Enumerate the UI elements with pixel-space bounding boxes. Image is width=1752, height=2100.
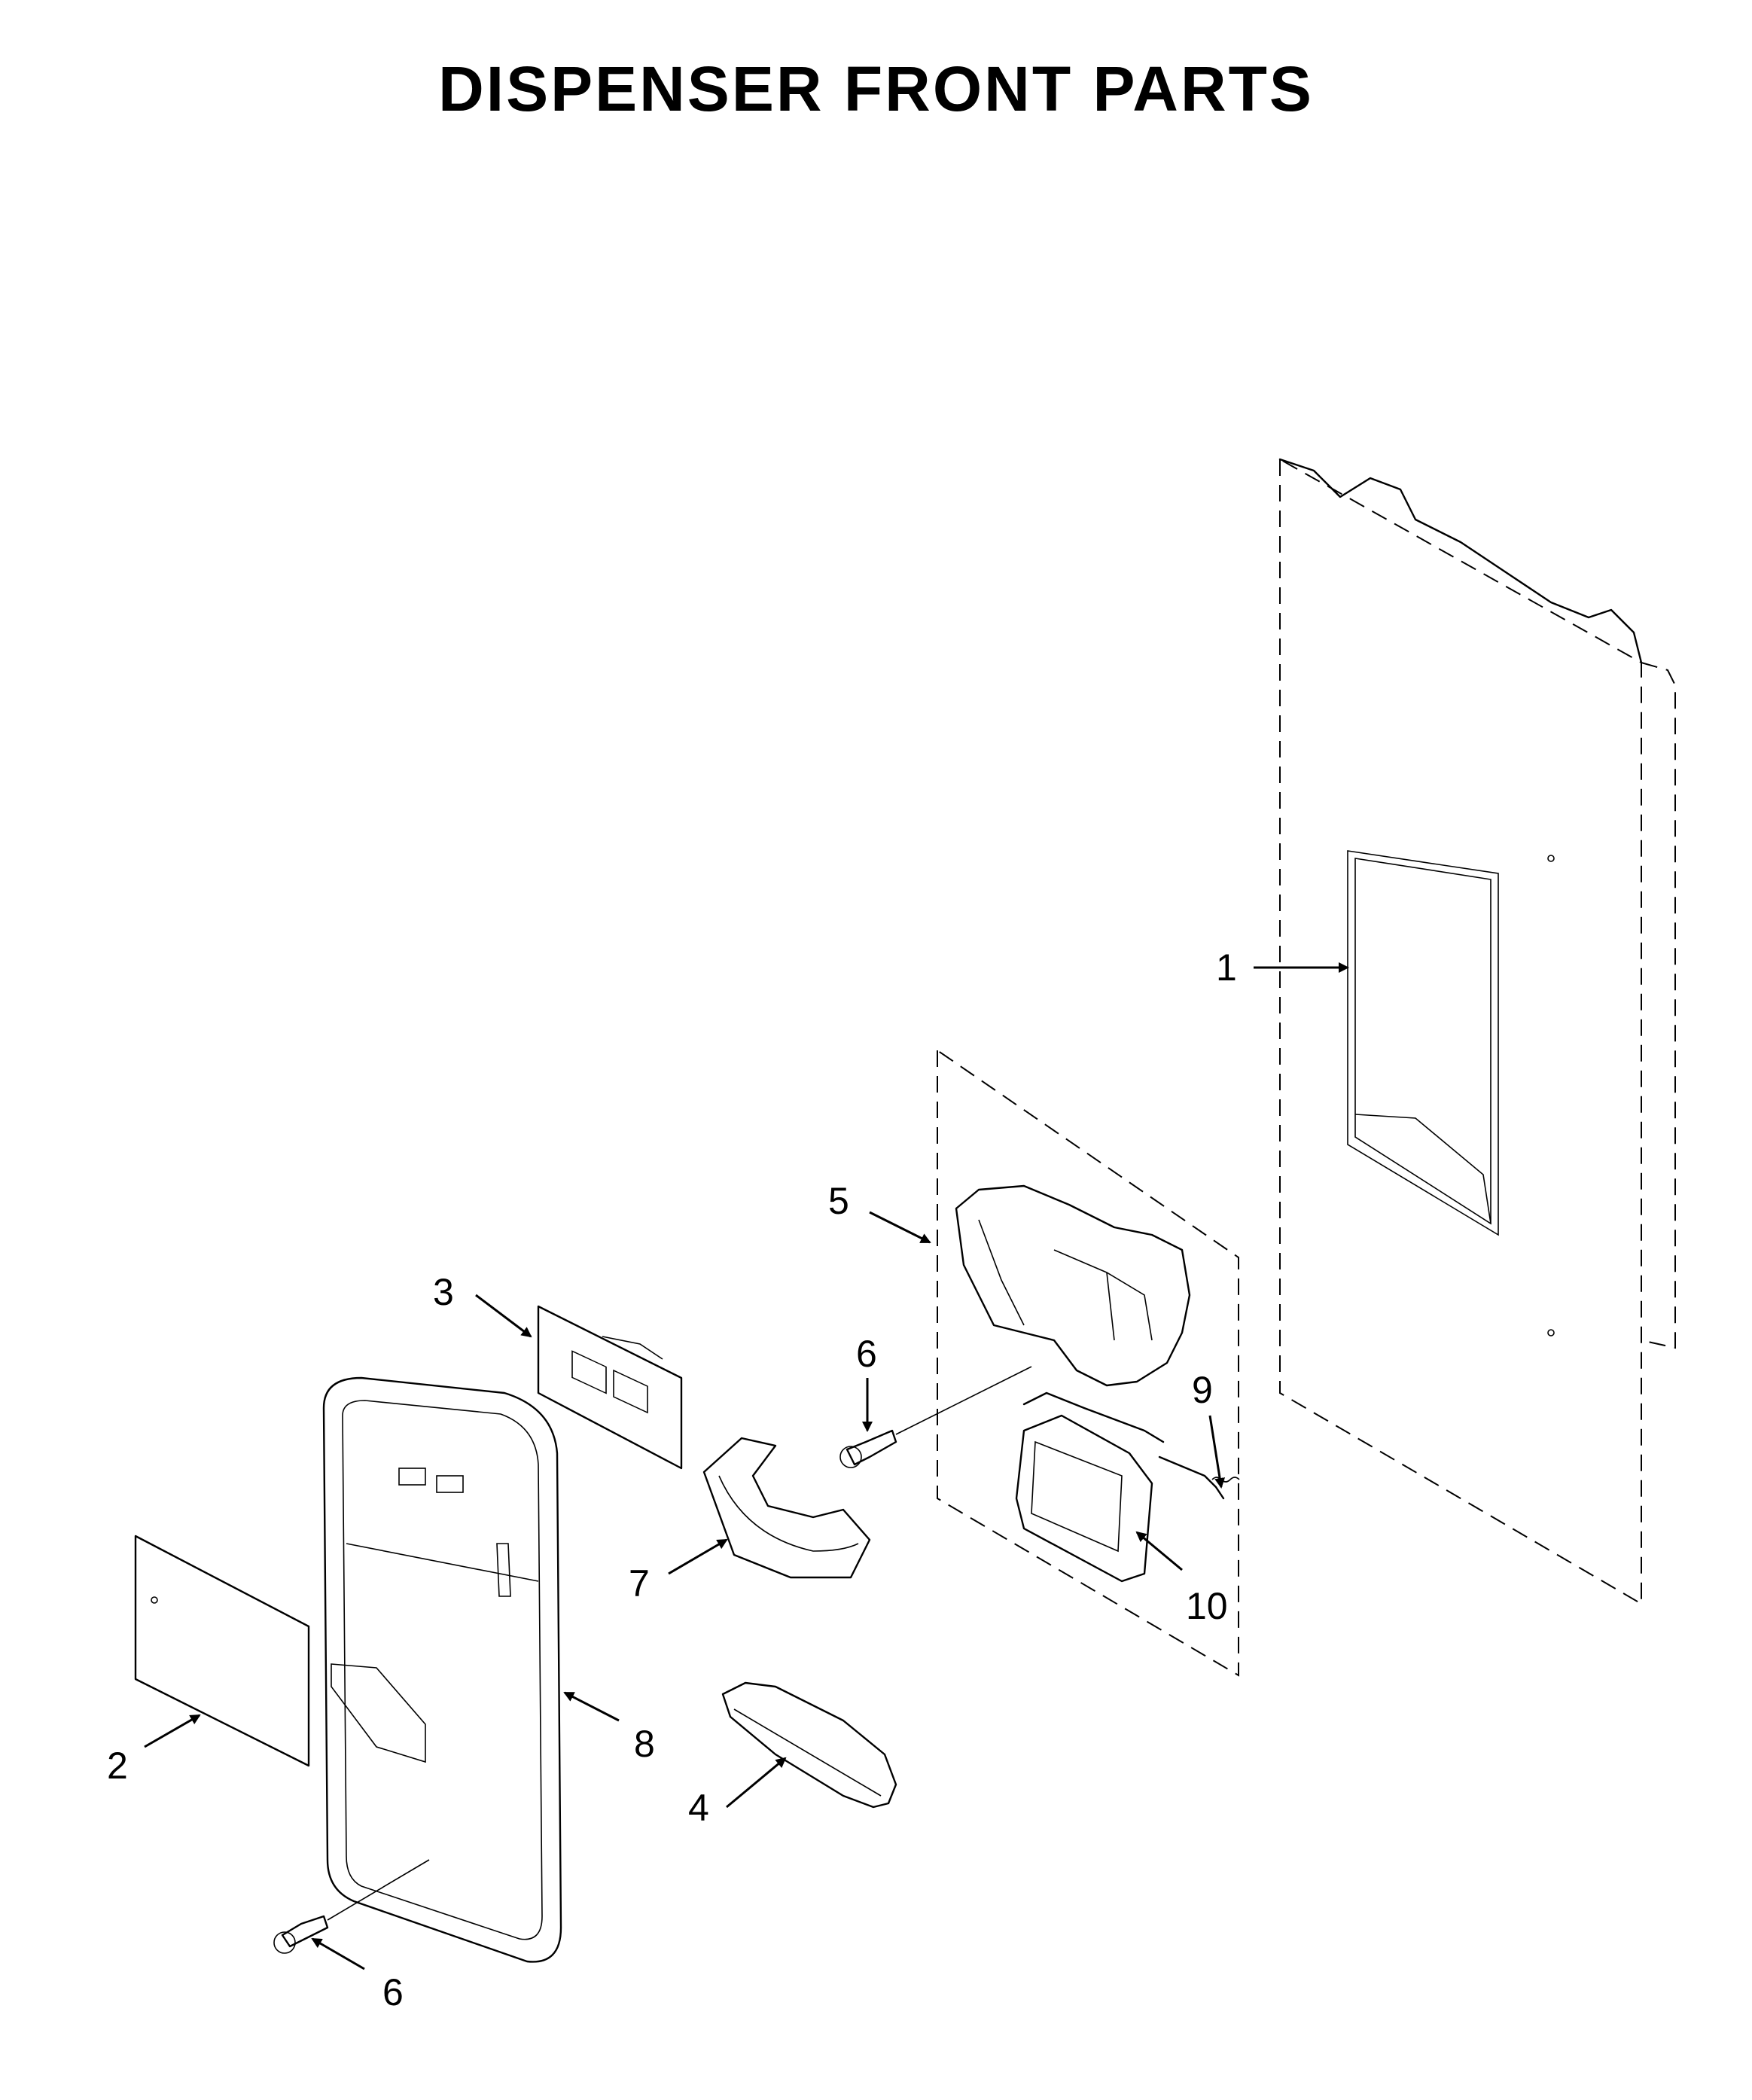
part-8-dispenser-frame — [322, 1376, 562, 1963]
callout-9: 9 — [1192, 1369, 1213, 1411]
leader-6b — [311, 1937, 365, 1970]
leader-2 — [144, 1714, 201, 1748]
part-6-screw-upper — [839, 1366, 1032, 1468]
callout-6-upper: 6 — [856, 1333, 877, 1375]
leader-7 — [668, 1538, 728, 1575]
part-10-actuator-paddle — [1015, 1391, 1165, 1583]
callout-8: 8 — [634, 1723, 655, 1765]
diagram-title: DISPENSER FRONT PARTS — [438, 53, 1314, 124]
leader-9 — [1208, 1415, 1226, 1489]
leader-10 — [1135, 1531, 1183, 1571]
callout-7: 7 — [629, 1562, 650, 1605]
callout-leaders — [144, 962, 1349, 1970]
part-9-spring — [1158, 1455, 1240, 1500]
callout-5: 5 — [828, 1180, 849, 1222]
callout-labels: 1 2 3 4 5 6 6 7 8 9 10 — [107, 946, 1237, 2013]
leader-3 — [475, 1294, 532, 1338]
leader-4 — [726, 1757, 787, 1809]
part-2-cover-sheet — [134, 1535, 310, 1767]
callout-10: 10 — [1186, 1585, 1228, 1627]
callout-6-lower: 6 — [382, 1971, 404, 2013]
part-5-dispenser-housing — [937, 1049, 1239, 1677]
leader-5 — [869, 1211, 931, 1244]
callout-4: 4 — [688, 1787, 709, 1829]
part-4-drip-tray — [721, 1681, 897, 1809]
part-3-control-board — [537, 1305, 683, 1470]
leader-8 — [563, 1691, 620, 1722]
callout-3: 3 — [433, 1271, 454, 1313]
part-1-door-panel — [1278, 458, 1676, 1605]
callout-2: 2 — [107, 1745, 128, 1787]
part-6-screw-lower — [273, 1859, 430, 1954]
part-7-chute-trim — [702, 1437, 871, 1579]
callout-1: 1 — [1216, 946, 1237, 989]
